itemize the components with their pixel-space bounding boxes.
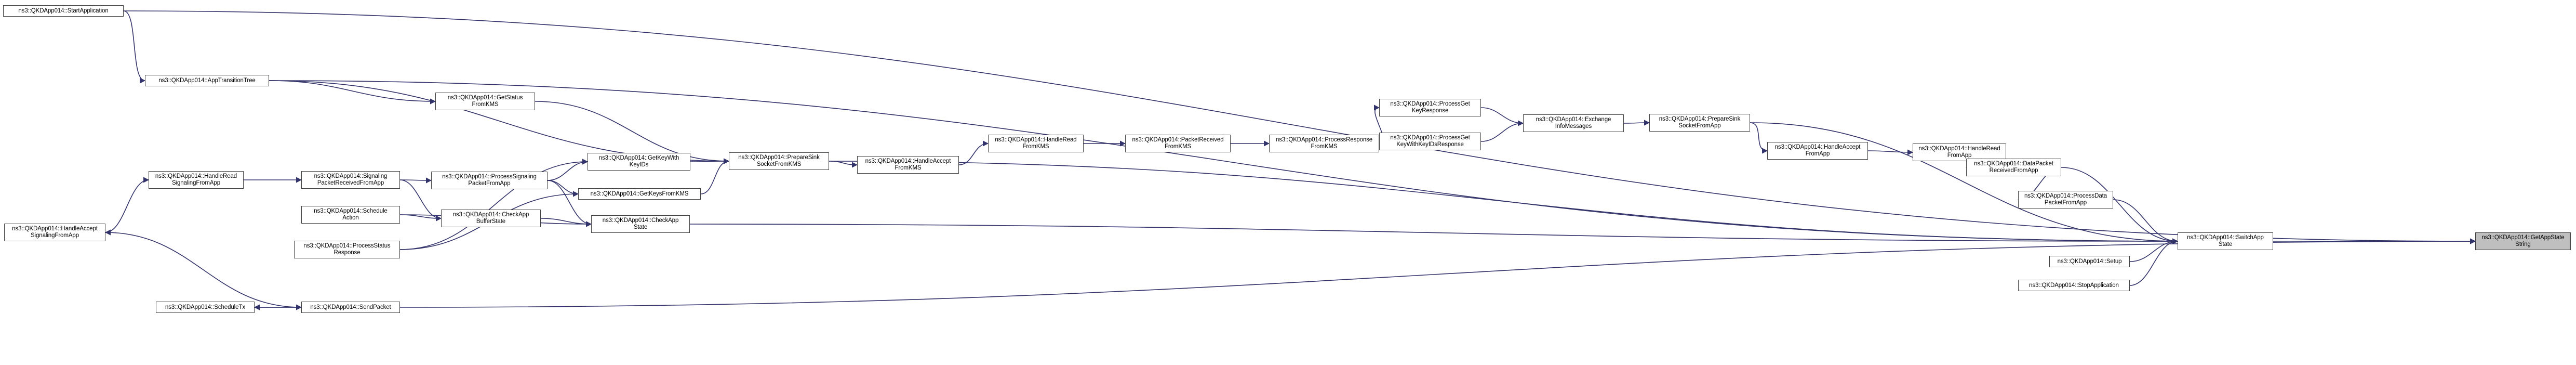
graph-edge <box>1750 122 1768 154</box>
graph-edge <box>535 101 730 164</box>
graph-node[interactable]: ns3::QKDApp014::ProcessStatus Response <box>294 241 400 258</box>
graph-node[interactable]: ns3::QKDApp014::HandleRead SignalingFrom… <box>149 171 244 189</box>
graph-node[interactable]: ns3::QKDApp014::StartApplication <box>3 5 124 17</box>
graph-node[interactable]: ns3::QKDApp014::HandleRead FromApp <box>1913 144 2006 161</box>
graph-node[interactable]: ns3::QKDApp014::CheckApp State <box>591 215 690 233</box>
graph-node[interactable]: ns3::QKDApp014::Exchange InfoMessages <box>1523 114 1624 132</box>
graph-node[interactable]: ns3::QKDApp014::GetAppState String <box>2475 232 2571 250</box>
graph-node[interactable]: ns3::QKDApp014::PrepareSink SocketFromKM… <box>729 152 829 170</box>
graph-node[interactable]: ns3::QKDApp014::HandleAccept FromApp <box>1767 142 1868 160</box>
graph-edge <box>104 229 302 308</box>
graph-edge <box>1750 122 2179 244</box>
graph-node[interactable]: ns3::QKDApp014::StopApplication <box>2018 280 2130 291</box>
graph-node[interactable]: ns3::QKDApp014::HandleAccept FromKMS <box>857 156 959 174</box>
graph-edge <box>689 224 2179 244</box>
graph-edge <box>105 177 150 233</box>
graph-edge <box>269 80 2179 244</box>
graph-edge <box>547 159 589 181</box>
graph-edge <box>958 140 989 165</box>
graph-edge <box>399 238 2476 308</box>
graph-node[interactable]: ns3::QKDApp014::Schedule Action <box>301 206 400 224</box>
graph-node[interactable]: ns3::QKDApp014::PrepareSink SocketFromAp… <box>1649 114 1750 132</box>
graph-node[interactable]: ns3::QKDApp014::GetStatus FromKMS <box>435 93 535 110</box>
graph-edge <box>700 158 730 194</box>
graph-edge <box>123 10 146 84</box>
graph-edge <box>123 10 2476 244</box>
graph-edge <box>690 158 730 164</box>
graph-edge <box>399 214 442 221</box>
graph-node[interactable]: ns3::QKDApp014::ProcessSignaling PacketF… <box>431 172 548 189</box>
graph-node[interactable]: ns3::QKDApp014::CheckApp BufferState <box>441 210 541 227</box>
graph-node[interactable]: ns3::QKDApp014::ProcessData PacketFromAp… <box>2018 191 2113 208</box>
graph-node[interactable]: ns3::QKDApp014::SendPacket <box>301 302 400 313</box>
graph-node[interactable]: ns3::QKDApp014::Setup <box>2049 256 2130 267</box>
graph-edge <box>547 180 579 197</box>
graph-node[interactable]: ns3::QKDApp014::AppTransitionTree <box>145 75 269 86</box>
graph-node[interactable]: ns3::QKDApp014::HandleRead FromKMS <box>988 135 1084 152</box>
graph-node[interactable]: ns3::QKDApp014::Signaling PacketReceived… <box>301 171 400 189</box>
graph-edge <box>547 180 592 227</box>
graph-edge <box>829 161 858 168</box>
graph-edge <box>2113 199 2179 244</box>
graph-node[interactable]: ns3::QKDApp014::HandleAccept SignalingFr… <box>4 224 105 241</box>
graph-node[interactable]: ns3::QKDApp014::ProcessGet KeyResponse <box>1379 99 1481 116</box>
graph-node[interactable]: ns3::QKDApp014::PacketReceived FromKMS <box>1125 135 1231 152</box>
graph-edge <box>2129 238 2179 286</box>
graph-edge <box>1867 149 1914 155</box>
graph-node[interactable]: ns3::QKDApp014::SwitchApp State <box>2178 232 2273 250</box>
graph-edge <box>269 80 436 105</box>
graph-node[interactable]: ns3::QKDApp014::DataPacket ReceivedFromA… <box>1966 159 2061 176</box>
graph-edge <box>1480 107 1524 126</box>
graph-edge <box>540 218 592 227</box>
graph-node[interactable]: ns3::QKDApp014::ProcessResponse FromKMS <box>1269 135 1379 152</box>
graph-node[interactable]: ns3::QKDApp014::ScheduleTx <box>156 302 255 313</box>
graph-node[interactable]: ns3::QKDApp014::GetKeyWith KeyIDs <box>588 153 690 171</box>
graph-node[interactable]: ns3::QKDApp014::ProcessGet KeyWithKeyIDs… <box>1379 133 1481 150</box>
graph-edge <box>1480 120 1524 142</box>
graph-edge <box>2129 238 2179 262</box>
graph-node[interactable]: ns3::QKDApp014::GetKeysFromKMS <box>578 188 701 200</box>
